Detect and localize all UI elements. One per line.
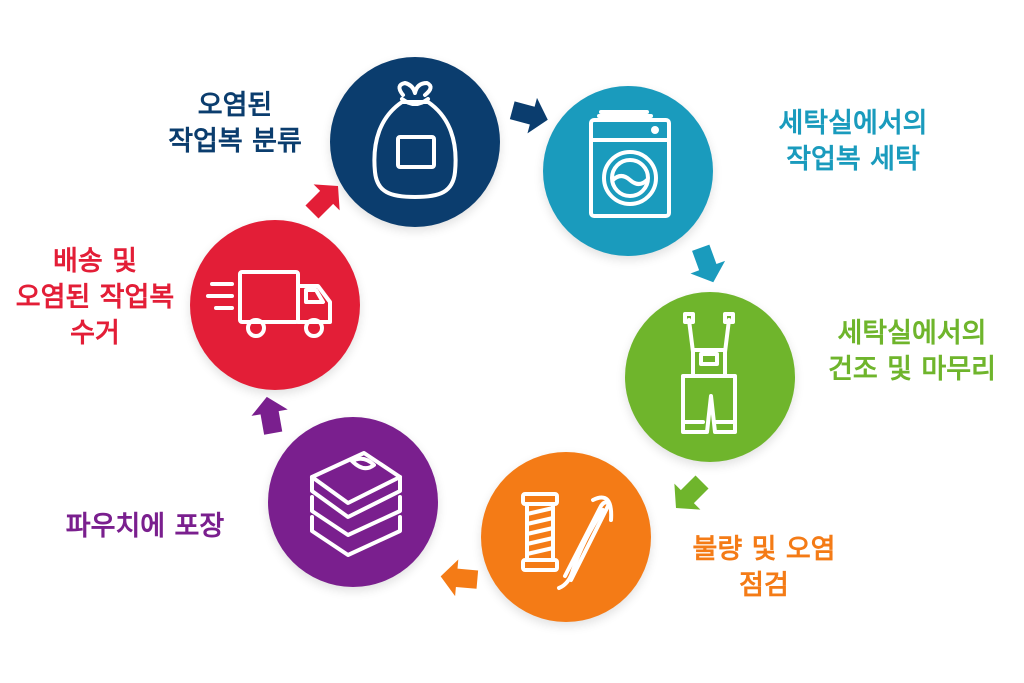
arrow-dry-to-inspect-icon (666, 472, 712, 518)
step-delivery-circle (190, 220, 360, 390)
step-inspect-label: 불량 및 오염 점검 (692, 534, 836, 601)
arrow-wash-to-dry-icon (684, 242, 730, 288)
arrow-sort-to-wash-icon (507, 92, 553, 138)
step-pack-label: 파우치에 포장 (65, 511, 225, 542)
overalls-icon (681, 312, 737, 434)
arrow-pack-to-delivery-icon (247, 392, 293, 438)
needle-thread-icon (521, 492, 614, 590)
step-dry-label: 세탁실에서의 건조 및 마무리 (828, 318, 996, 385)
laundry-bag-icon (372, 81, 458, 199)
step-wash-label: 세탁실에서의 작업복 세탁 (778, 108, 928, 175)
step-dry-circle (625, 292, 795, 462)
delivery-truck-icon (206, 270, 332, 338)
step-sort-circle (330, 57, 500, 227)
arrow-inspect-to-pack-icon (436, 555, 482, 601)
step-wash-circle (543, 86, 713, 256)
washing-machine-icon (589, 110, 671, 218)
arrow-delivery-to-sort-icon (302, 176, 348, 222)
step-inspect-circle (481, 452, 651, 622)
folded-clothes-icon (310, 451, 402, 557)
step-sort-label: 오염된 작업복 분류 (168, 90, 302, 157)
step-delivery-label: 배송 및 오염된 작업복 수거 (15, 246, 175, 349)
step-pack-circle (268, 417, 438, 587)
